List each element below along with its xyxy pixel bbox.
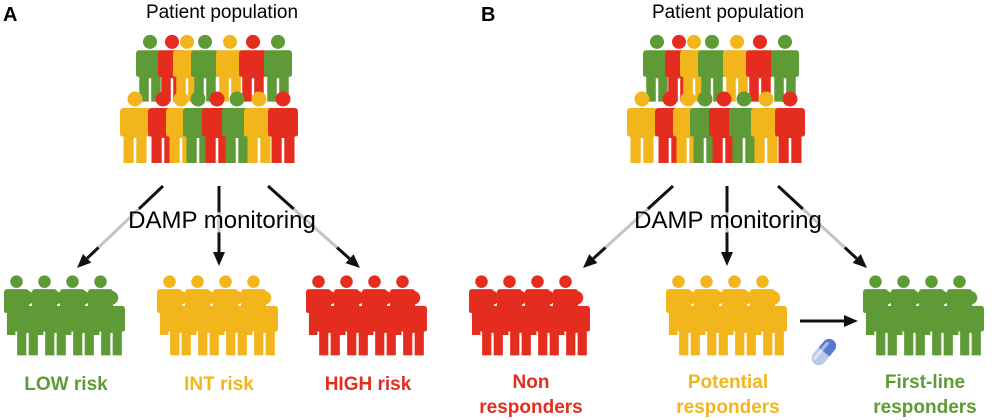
person-icon	[264, 34, 292, 102]
person-icon	[191, 34, 219, 102]
panel-a-title: Patient population	[146, 2, 298, 23]
low-risk-label: LOW risk	[24, 374, 108, 395]
outcome-groups	[4, 275, 984, 356]
person-icon	[268, 91, 298, 163]
potential-responders-label-line2: responders	[676, 397, 779, 418]
non-responders-label-line2: responders	[479, 397, 582, 418]
panel-b-title: Patient population	[652, 2, 804, 23]
person-icon	[239, 34, 267, 102]
panel-letter-b: B	[481, 4, 495, 26]
arrow-icon	[77, 184, 165, 268]
arrow-icon	[213, 186, 225, 266]
arrow-icon	[721, 186, 733, 266]
first-line-responders-label-line2: responders	[873, 397, 976, 418]
arrows	[77, 184, 867, 327]
panel-a-monitoring-label: DAMP monitoring	[128, 207, 316, 234]
int-risk-label: INT risk	[184, 374, 254, 395]
arrow-icon	[776, 184, 867, 268]
panel-b-monitoring-label: DAMP monitoring	[634, 207, 822, 234]
person-icon	[771, 34, 799, 102]
pill-icon	[811, 338, 837, 366]
person-icon	[746, 34, 774, 102]
person-icon	[698, 34, 726, 102]
arrow-icon	[800, 315, 858, 327]
patient-crowd-b	[627, 34, 805, 163]
arrow-icon	[583, 184, 675, 268]
non-responders-label-line1: Non	[513, 372, 550, 393]
high-risk-label: HIGH risk	[325, 374, 412, 395]
person-icon	[627, 91, 657, 163]
person-icon	[775, 91, 805, 163]
panel-letter-a: A	[3, 4, 17, 26]
arrow-icon	[267, 184, 360, 268]
person-icon	[120, 91, 150, 163]
potential-responders-label-line1: Potential	[688, 372, 768, 393]
patient-crowd-a	[120, 34, 298, 163]
first-line-responders-label-line1: First-line	[885, 372, 965, 393]
